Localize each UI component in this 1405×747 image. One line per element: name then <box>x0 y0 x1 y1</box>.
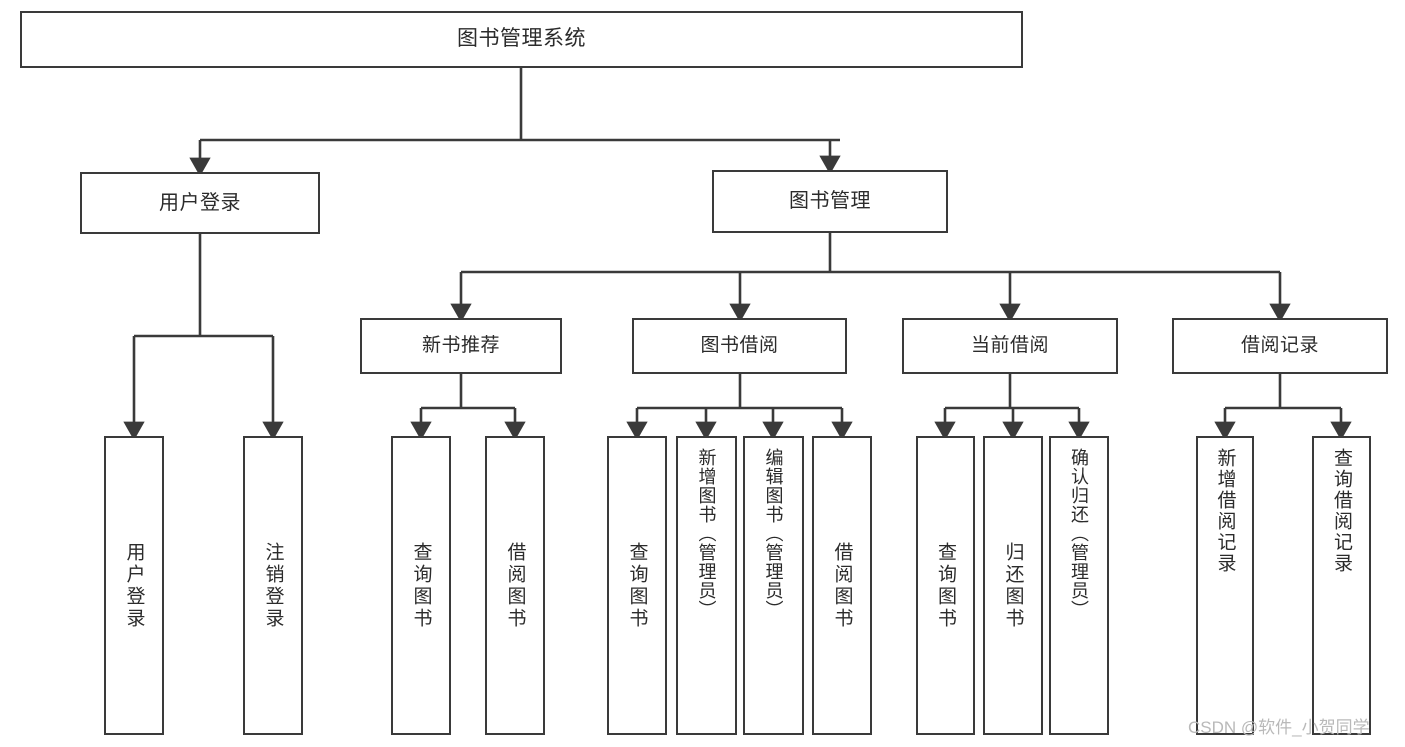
node-label: 查询图书 <box>935 541 956 630</box>
node-label: 图书管理 <box>789 190 871 212</box>
node-label: 注销登录 <box>262 541 284 630</box>
leaf-user-login[interactable]: 用户登录 <box>104 436 164 735</box>
leaf-return-book[interactable]: 归还图书 <box>983 436 1043 735</box>
node-book-management[interactable]: 图书管理 <box>712 170 948 233</box>
node-label: 当前借阅 <box>970 335 1049 357</box>
node-label: 借阅图书 <box>831 541 853 630</box>
node-label: 借阅记录 <box>1240 335 1319 357</box>
node-label: 查询借阅记录 <box>1331 448 1352 574</box>
leaf-borrow-book-recommend[interactable]: 借阅图书 <box>485 436 545 735</box>
node-label: 归还图书 <box>1002 541 1024 630</box>
leaf-query-book-borrow[interactable]: 查询图书 <box>607 436 667 735</box>
node-book-borrow[interactable]: 图书借阅 <box>632 318 847 374</box>
node-label: 新增借阅记录 <box>1214 448 1236 574</box>
leaf-query-book-current[interactable]: 查询图书 <box>916 436 975 735</box>
node-label: 新书推荐 <box>421 335 500 357</box>
node-borrow-record[interactable]: 借阅记录 <box>1172 318 1388 374</box>
node-label: 借阅图书 <box>504 541 526 630</box>
node-user-login[interactable]: 用户登录 <box>80 172 320 234</box>
node-label: 查询图书 <box>626 541 648 630</box>
node-label: 新增图书（管理员） <box>696 448 717 619</box>
node-label: 确认归还（管理员） <box>1069 448 1089 619</box>
node-root[interactable]: 图书管理系统 <box>20 11 1023 68</box>
leaf-add-book-admin[interactable]: 新增图书（管理员） <box>676 436 737 735</box>
node-label: 图书借阅 <box>700 335 779 357</box>
leaf-borrow-book[interactable]: 借阅图书 <box>812 436 872 735</box>
node-label: 用户登录 <box>159 191 241 214</box>
node-label: 图书管理系统 <box>457 27 586 51</box>
node-current-borrow[interactable]: 当前借阅 <box>902 318 1118 374</box>
leaf-query-book-recommend[interactable]: 查询图书 <box>391 436 451 735</box>
leaf-confirm-return-admin[interactable]: 确认归还（管理员） <box>1049 436 1109 735</box>
node-new-book-recommend[interactable]: 新书推荐 <box>360 318 562 374</box>
node-label: 用户登录 <box>123 541 145 630</box>
node-label: 查询图书 <box>410 541 432 630</box>
leaf-edit-book-admin[interactable]: 编辑图书（管理员） <box>743 436 804 735</box>
leaf-logout[interactable]: 注销登录 <box>243 436 303 735</box>
node-label: 编辑图书（管理员） <box>763 448 784 619</box>
csdn-watermark: CSDN @软件_小贺同学 <box>1188 718 1370 737</box>
leaf-add-borrow-record[interactable]: 新增借阅记录 <box>1196 436 1254 735</box>
leaf-query-borrow-record[interactable]: 查询借阅记录 <box>1312 436 1371 735</box>
